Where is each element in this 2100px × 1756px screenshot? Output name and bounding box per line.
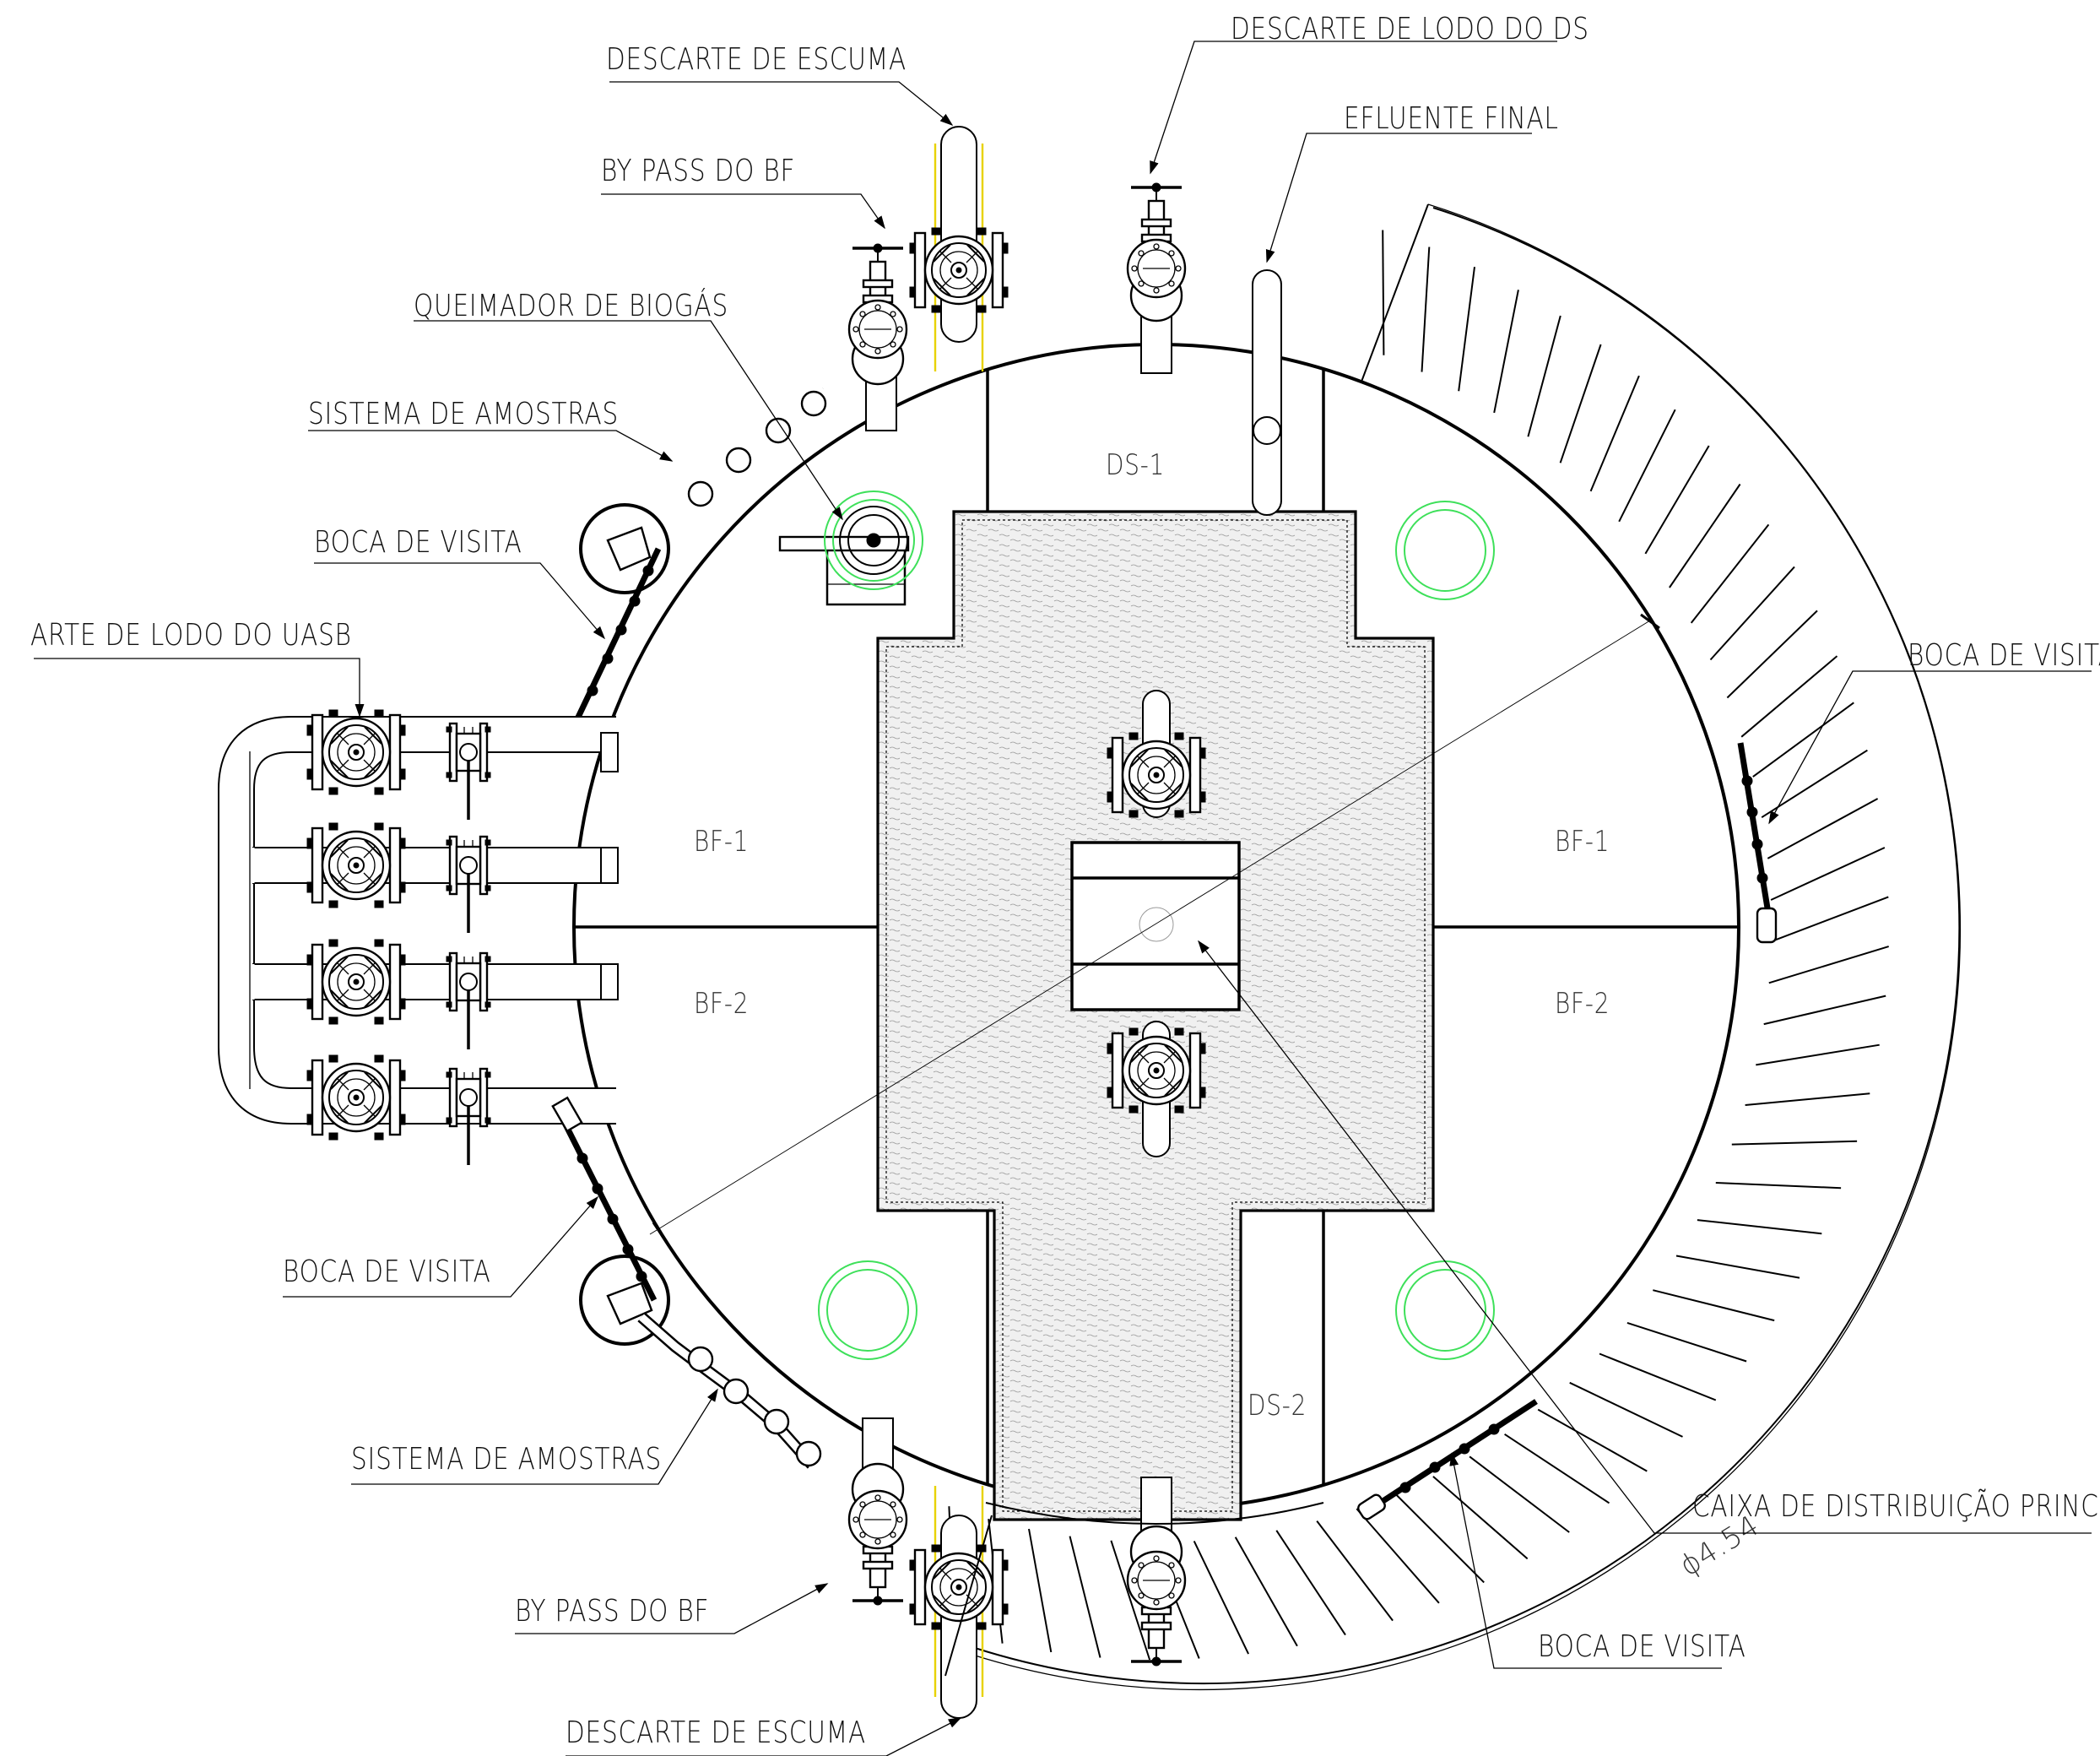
stair-tread <box>1275 1530 1346 1636</box>
stair-tread <box>1740 655 1838 738</box>
central-bottom-valve[interactable] <box>1106 1021 1207 1157</box>
bf-bypass-valve-top[interactable] <box>847 242 908 431</box>
sample-system-top[interactable] <box>631 385 827 537</box>
ds-sludge-discharge-valve[interactable] <box>1126 182 1187 374</box>
label-descarte-lodo-uasb: ARTE DE LODO DO UASB <box>30 616 352 653</box>
stair-tread <box>1697 1219 1822 1235</box>
central-top-valve[interactable] <box>1106 690 1207 819</box>
label-sistema-amostras-top: SISTEMA DE AMOSTRAS <box>308 395 619 431</box>
manhole-circle-se <box>1395 1260 1495 1360</box>
uasb-sludge-manifold[interactable] <box>218 708 619 1167</box>
label-descarte-lodo-ds: DESCARTE DE LODO DO DS <box>1231 10 1589 46</box>
label-boca-visita-right: BOCA DE VISITA <box>1908 637 2100 673</box>
stair-tread <box>1569 1381 1683 1438</box>
zone-label-bf2-right: BF-2 <box>1555 987 1610 1020</box>
stair-tread <box>1690 523 1770 624</box>
zone-label-bf1-right: BF-1 <box>1555 825 1610 858</box>
stair-tread <box>1316 1520 1394 1622</box>
stair-tread <box>1504 1433 1610 1504</box>
central-slab <box>876 510 1435 1521</box>
stair-tread <box>1421 247 1431 372</box>
stair-tread <box>1675 1255 1800 1279</box>
stair-tread <box>1110 1540 1151 1661</box>
label-by-pass-bf-top: BY PASS DO BF <box>601 152 795 188</box>
manhole-bottom[interactable] <box>1356 1399 1538 1521</box>
stair-tread <box>1469 1455 1570 1533</box>
stair-tread <box>1770 847 1886 901</box>
manhole-right[interactable] <box>1737 742 1778 944</box>
stair-tread <box>1599 1352 1717 1401</box>
label-descarte-escuma-top: DESCARTE DE ESCUMA <box>606 41 907 77</box>
stair-tread <box>1767 798 1879 859</box>
stair-tread <box>1028 1528 1053 1653</box>
stair-tread <box>1745 1092 1870 1106</box>
zone-label-bf1-left: BF-1 <box>694 825 749 858</box>
zone-label-ds2: DS-2 <box>1248 1389 1307 1422</box>
reactor-tank <box>572 343 1740 1521</box>
biogas-burner[interactable] <box>778 490 923 606</box>
stair-tread <box>1234 1536 1298 1647</box>
label-boca-visita-left-bottom: BOCA DE VISITA <box>283 1253 491 1289</box>
leader-lines <box>34 41 2092 1756</box>
manhole-circle-ne <box>1395 501 1495 600</box>
scum-discharge-bottom[interactable] <box>908 1486 1009 1719</box>
stair-tread <box>1756 1043 1880 1066</box>
manhole-circle-sw <box>818 1260 917 1360</box>
stair-tread <box>1493 290 1519 414</box>
stair-tread <box>1432 1476 1529 1560</box>
stair-tread <box>1193 1540 1250 1655</box>
stair-tread <box>1761 749 1868 819</box>
sample-system-bottom[interactable] <box>637 1312 822 1469</box>
stair-tread <box>1768 946 1889 984</box>
stair-tread <box>1356 1508 1440 1604</box>
stair-tread <box>1394 1493 1485 1584</box>
label-boca-visita-left-top: BOCA DE VISITA <box>314 523 522 560</box>
stair-tread <box>1653 1289 1775 1322</box>
label-queimador-biogas: QUEIMADOR DE BIOGÁS <box>414 286 728 323</box>
zone-label-bf2-left: BF-2 <box>694 987 749 1020</box>
stair-tread <box>1644 445 1710 555</box>
stair-tread <box>1559 344 1602 463</box>
main-distribution-box <box>1070 841 1241 1011</box>
label-sistema-amostras-bottom: SISTEMA DE AMOSTRAS <box>351 1440 662 1477</box>
stair-tread <box>1669 483 1741 588</box>
stair-tread <box>1527 315 1561 437</box>
label-efluente-final: EFLUENTE FINAL <box>1344 100 1559 136</box>
stair-tread <box>1771 896 1889 943</box>
stair-tread <box>1726 610 1818 699</box>
label-descarte-escuma-bottom: DESCARTE DE ESCUMA <box>566 1714 866 1750</box>
stair-tread <box>1537 1408 1648 1472</box>
stair-tread <box>1763 995 1886 1026</box>
bf-bypass-valve-bottom[interactable] <box>847 1417 908 1607</box>
stair-tread <box>1618 409 1676 523</box>
stair-tread <box>1709 566 1795 661</box>
stair-walkway-ring <box>940 203 1962 1691</box>
label-by-pass-bf-bottom: BY PASS DO BF <box>515 1592 709 1629</box>
label-boca-visita-bottom: BOCA DE VISITA <box>1538 1628 1746 1664</box>
stair-tread <box>1715 1182 1842 1190</box>
stair-tread <box>1069 1536 1101 1658</box>
scum-discharge-top[interactable] <box>908 126 1009 371</box>
stair-tread <box>1458 266 1475 392</box>
stair-tread <box>1626 1321 1747 1363</box>
stair-tread <box>1731 1140 1858 1146</box>
bottom-walkway <box>944 1502 1324 1677</box>
manhole-top-left[interactable] <box>571 503 670 728</box>
label-caixa-distribuicao: CAIXA DE DISTRIBUIÇÃO PRINCIPAL <box>1692 1488 2100 1524</box>
stair-tread <box>1589 375 1640 492</box>
zone-label-ds1: DS-1 <box>1106 448 1165 481</box>
diameter-dimension-line <box>649 620 1651 1235</box>
final-effluent-pipe[interactable] <box>1252 269 1282 516</box>
stair-tread <box>1752 702 1854 778</box>
